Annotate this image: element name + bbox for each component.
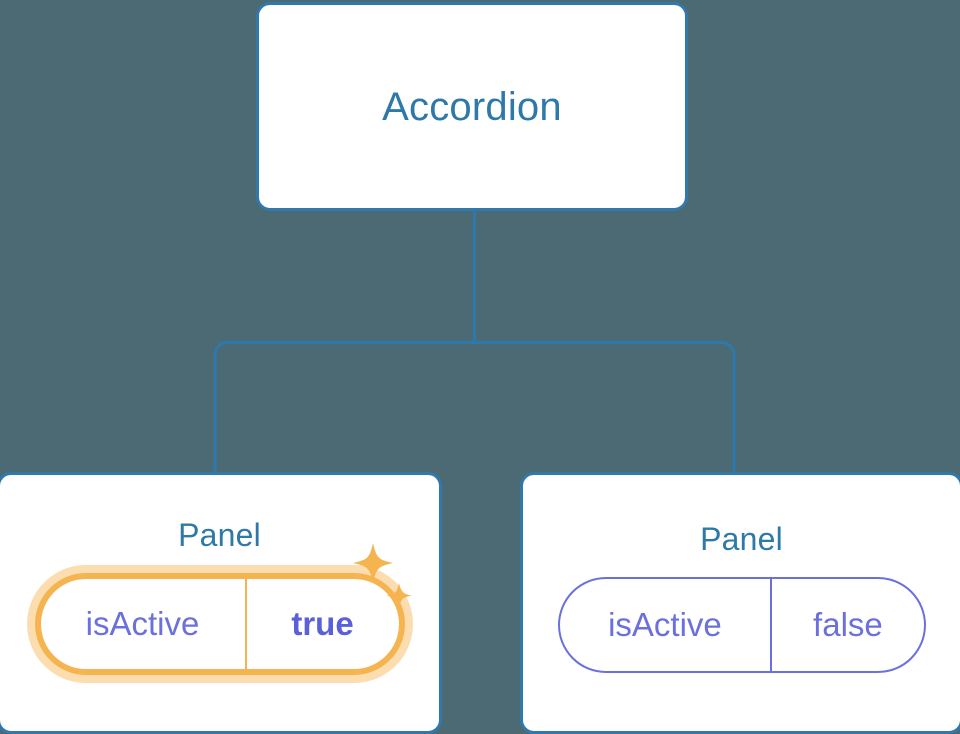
node-panel-active-title: Panel	[178, 517, 261, 553]
prop-pill-isactive-false[interactable]: isActive false	[557, 577, 926, 673]
prop-key: isActive	[608, 606, 722, 643]
node-panel-active[interactable]: Panel isActive true	[0, 472, 442, 734]
prop-value: true	[244, 579, 399, 669]
connector-branch-left	[213, 341, 475, 472]
connector-branch-right	[474, 341, 736, 472]
node-panel-inactive[interactable]: Panel isActive false	[520, 472, 960, 734]
prop-pill-glow	[26, 565, 413, 683]
node-accordion[interactable]: Accordion	[256, 2, 688, 211]
prop-pill-wrap-inactive: isActive false	[523, 577, 960, 673]
prop-key: isActive	[85, 605, 200, 642]
prop-value: false	[770, 579, 923, 671]
prop-pill-wrap-active: isActive true	[0, 543, 439, 683]
node-panel-inactive-title: Panel	[700, 521, 783, 557]
prop-pill-isactive-true[interactable]: isActive true	[34, 573, 405, 675]
node-accordion-title: Accordion	[382, 84, 562, 129]
